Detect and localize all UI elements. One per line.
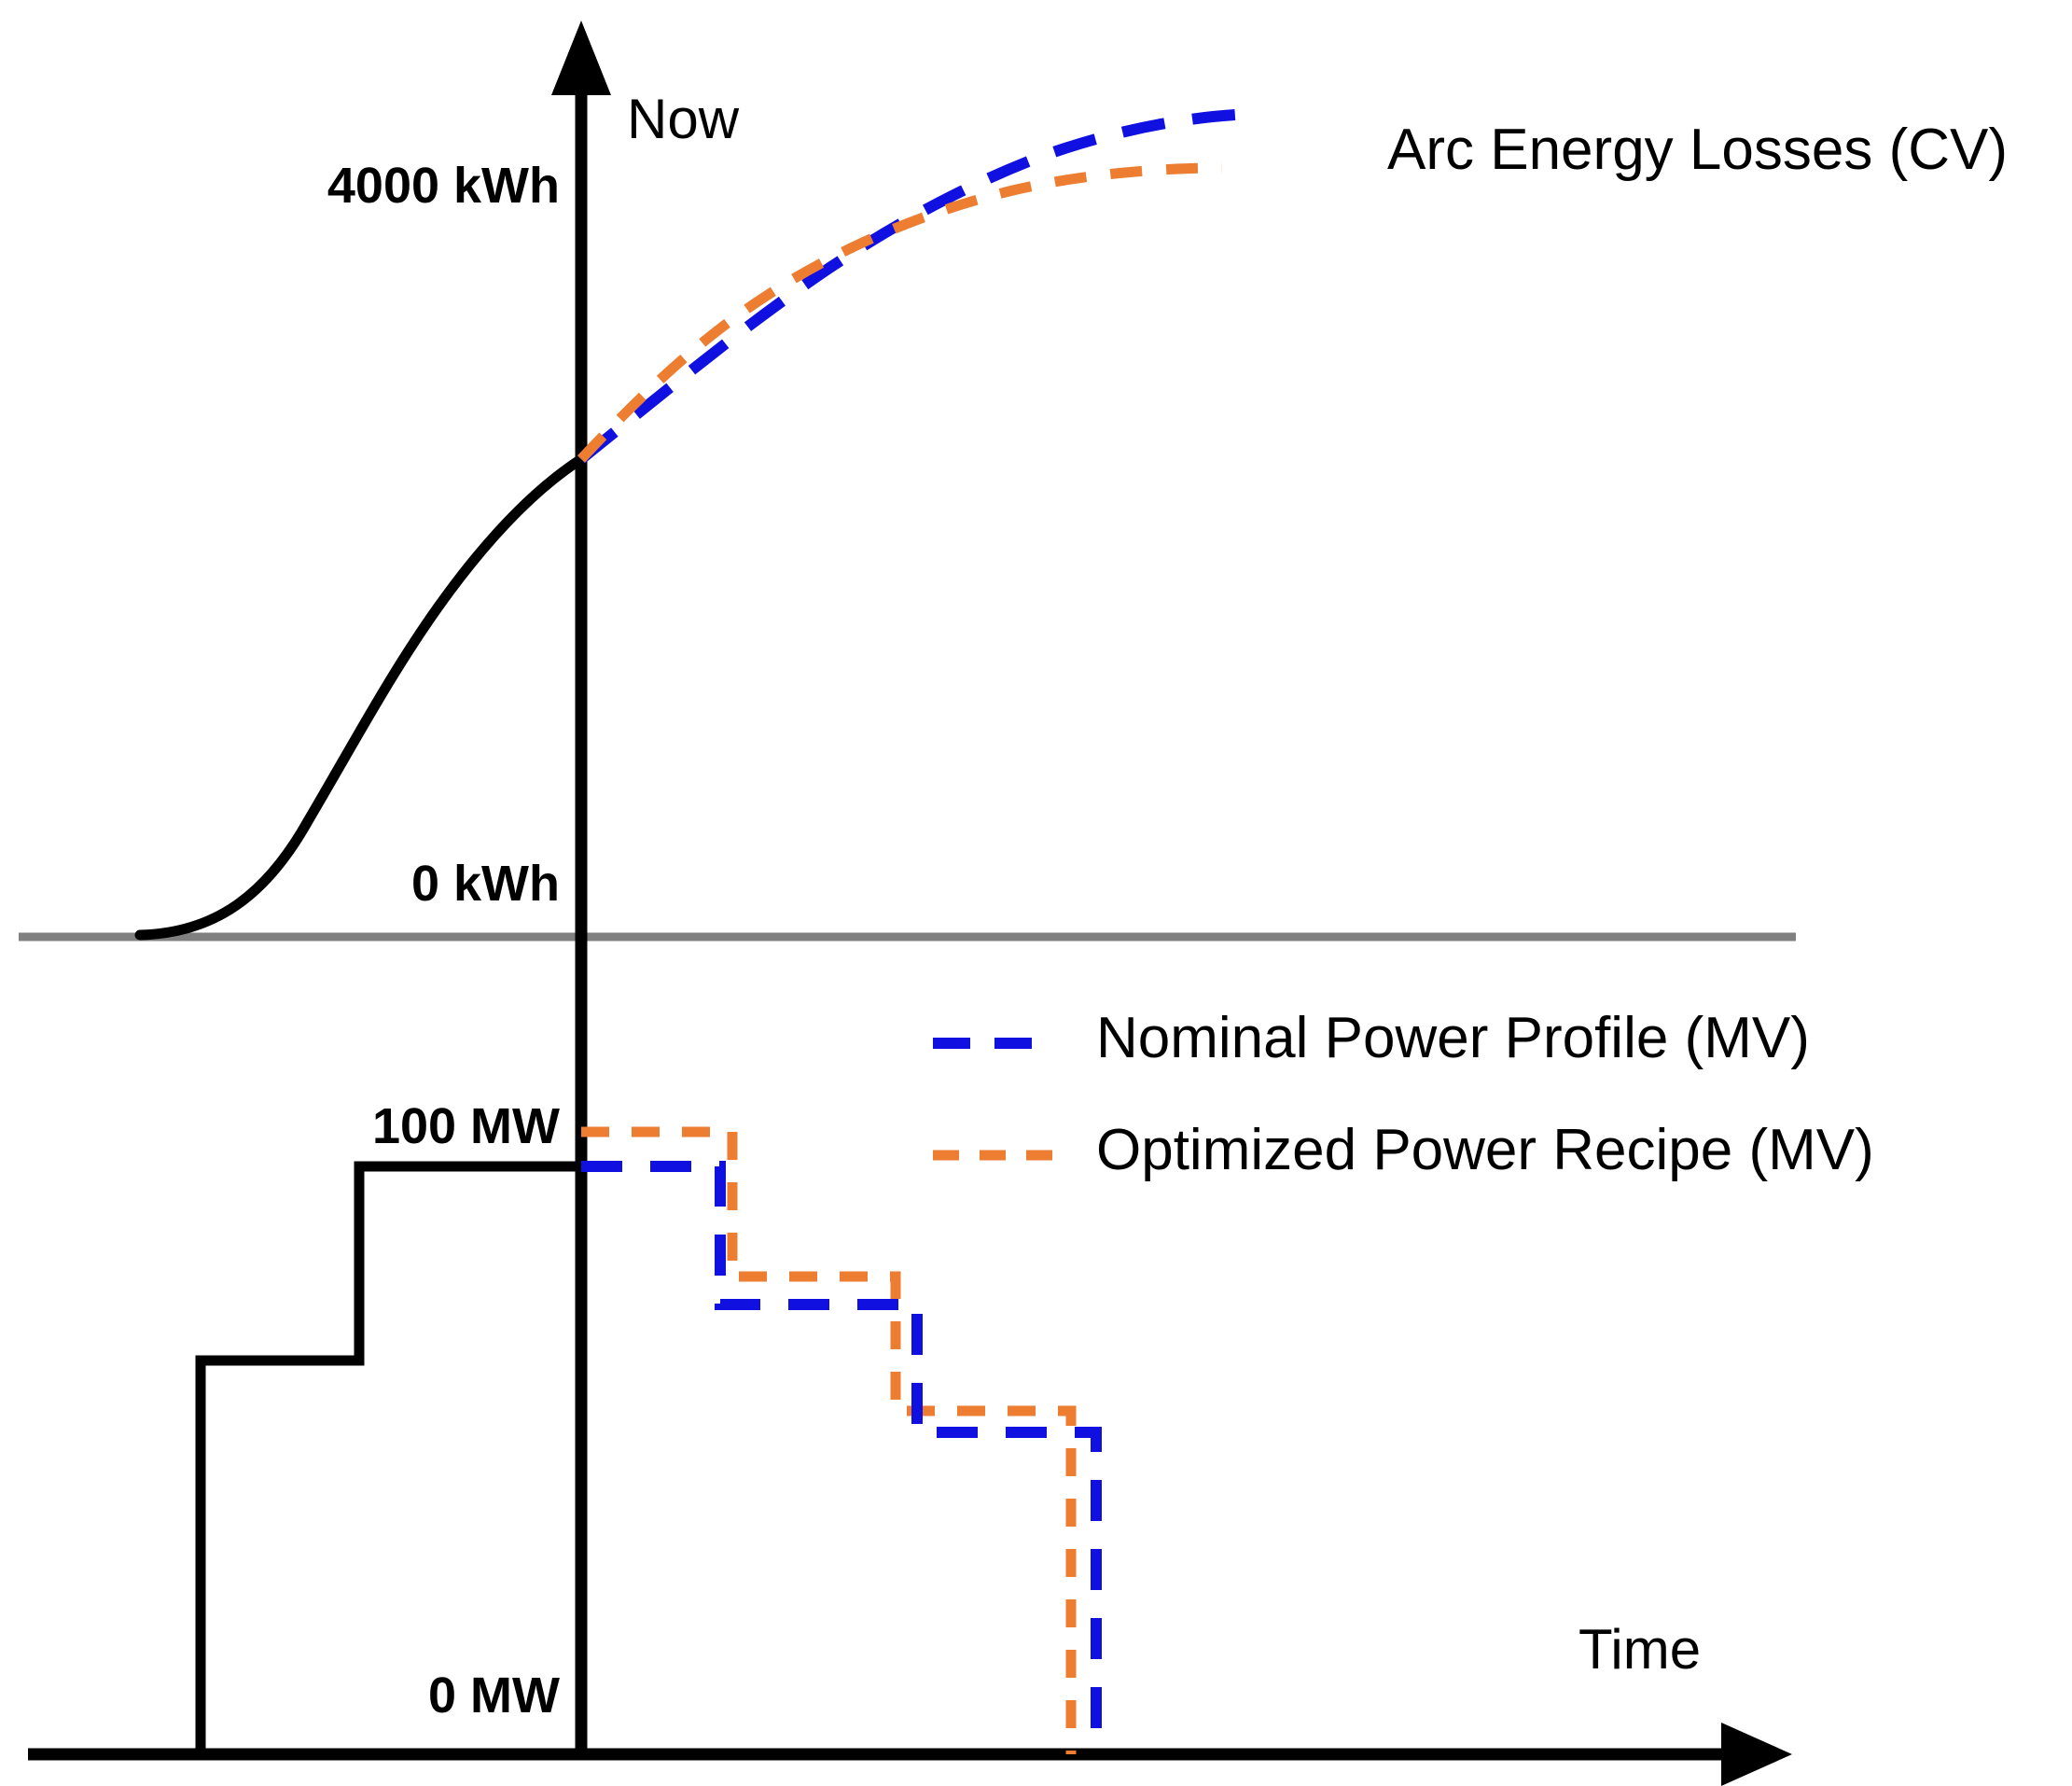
nominal-power-step: [581, 1161, 1102, 1754]
now-axis-label: Now: [627, 88, 740, 150]
time-axis-label: Time: [1578, 1618, 1702, 1681]
y-tick-label-0-mw: 0 MW: [428, 1667, 560, 1723]
optimized-arc-energy-curve: [577, 162, 1223, 463]
y-tick-label-4000-kwh: 4000 kWh: [327, 158, 560, 214]
legend-label-optimized-power-recipe: Optimized Power Recipe (MV): [1096, 1118, 1874, 1182]
now-axis-arrowhead: [551, 21, 611, 95]
optimized-power-step: [581, 1126, 1077, 1754]
history-power-step: [195, 1161, 581, 1754]
history-energy-curve: [134, 453, 587, 941]
y-tick-label-100-mw: 100 MW: [371, 1098, 560, 1154]
nominal-arc-energy-curve: [577, 108, 1256, 464]
legend-label-nominal-power-profile: Nominal Power Profile (MV): [1096, 1006, 1810, 1070]
legend-label-arc-energy-losses: Arc Energy Losses (CV): [1387, 118, 2008, 182]
time-axis-arrowhead: [1721, 1723, 1792, 1786]
y-tick-label-0-kwh: 0 kWh: [410, 856, 560, 912]
